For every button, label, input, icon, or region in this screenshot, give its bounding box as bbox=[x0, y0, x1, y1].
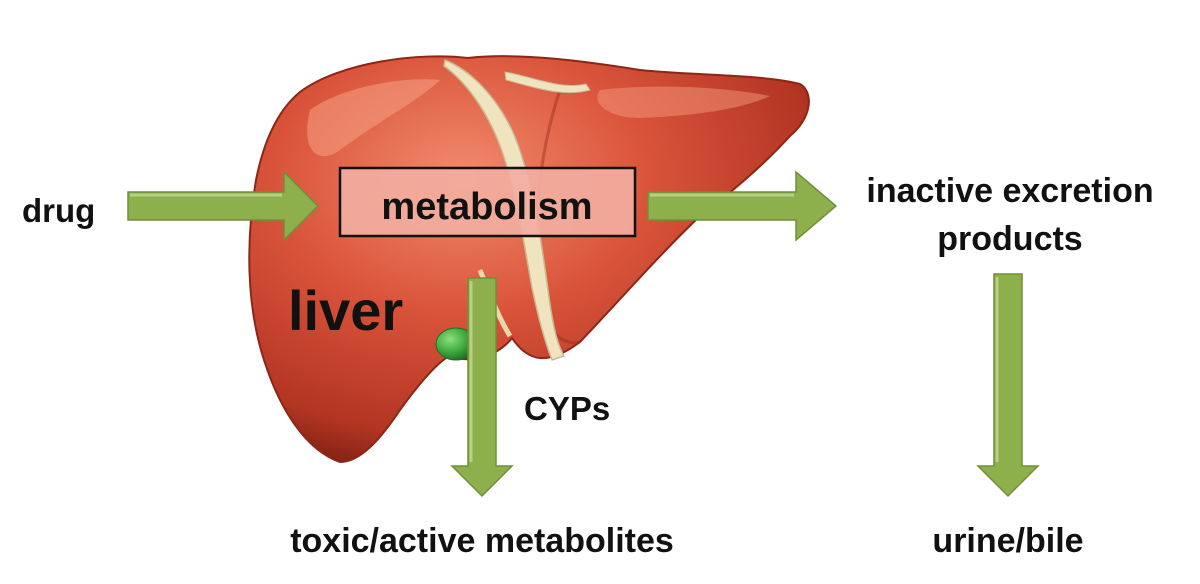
metabolism-box bbox=[338, 166, 637, 238]
arrow-products-to-urine-bile bbox=[976, 273, 1040, 498]
liver-label: liver bbox=[288, 279, 403, 342]
cyps-label: CYPs bbox=[524, 390, 610, 427]
arrow-drug-to-metabolism bbox=[127, 170, 320, 242]
metabolism-label: metabolism bbox=[381, 186, 592, 228]
arrow-liver-to-toxic-metabolites bbox=[450, 277, 514, 498]
drug-label: drug bbox=[22, 192, 95, 229]
urine-bile-label: urine/bile bbox=[932, 522, 1083, 560]
toxic-metabolites-label: toxic/active metabolites bbox=[290, 522, 674, 560]
inactive-products-label-line1: inactive excretion bbox=[866, 172, 1153, 210]
liver-icon bbox=[248, 55, 810, 464]
arrow-metabolism-to-products bbox=[647, 170, 838, 242]
inactive-products-label-line2: products bbox=[937, 220, 1082, 258]
